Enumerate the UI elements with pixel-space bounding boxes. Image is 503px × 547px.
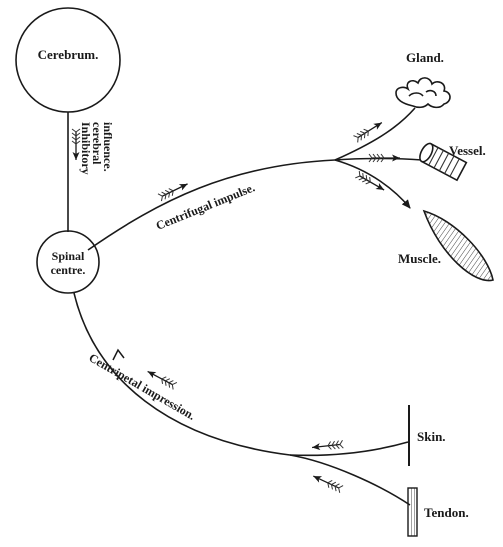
- gland-arrow-icon: [352, 118, 385, 144]
- muscle-branch: [334, 159, 411, 209]
- gland-shape: [395, 77, 451, 109]
- centrifugal-arrow-icon: [157, 179, 190, 202]
- spinal-label-line2: centre.: [51, 263, 86, 277]
- inhibitory-label-line2: cerebral: [90, 122, 104, 165]
- centripetal-label: Centripetal impression.: [87, 350, 198, 422]
- spinal-label-line1: Spinal: [52, 249, 85, 263]
- centrifugal-label: Centrifugal impulse.: [154, 180, 257, 232]
- muscle-label: Muscle.: [398, 251, 441, 266]
- inhibitory-label: Inhibitory cerebral influence.: [79, 122, 115, 175]
- inhibitory-label-line1: Inhibitory: [79, 122, 93, 175]
- skin-branch: [289, 441, 409, 457]
- tendon-arrow-icon: [310, 471, 344, 494]
- tendon-branch: [289, 454, 411, 506]
- inhibitory-label-line3: influence.: [101, 122, 115, 172]
- vessel-shape: [419, 142, 468, 182]
- vessel-label: Vessel.: [449, 143, 486, 158]
- gland-branch: [334, 107, 416, 161]
- muscle-shape: [422, 209, 494, 282]
- gland-label: Gland.: [406, 50, 444, 65]
- cerebrum-label: Cerebrum.: [38, 47, 99, 62]
- centripetal-arrowhead-icon: [112, 348, 125, 361]
- spinal-centre-circle: [36, 230, 100, 294]
- centripetal-fibre: [73, 292, 291, 456]
- skin-arrow-icon: [311, 439, 344, 453]
- vessel-arrow-icon: [368, 153, 401, 163]
- centrifugal-fibre: [87, 159, 336, 251]
- tendon-label: Tendon.: [424, 505, 469, 520]
- skin-label: Skin.: [417, 429, 446, 444]
- inhibitory-arrow-icon: [71, 128, 81, 161]
- tendon-shape: [407, 487, 418, 537]
